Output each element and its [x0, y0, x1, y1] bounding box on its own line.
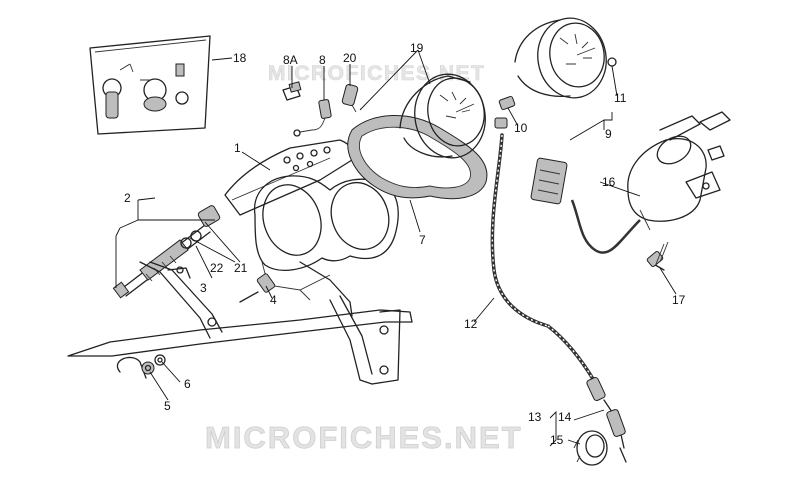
- callout-2: 2: [124, 191, 131, 205]
- callout-20: 20: [343, 51, 357, 65]
- callout-13: 13: [528, 410, 542, 424]
- part-18-small-parts-kit: [89, 35, 211, 135]
- callout-14: 14: [558, 410, 572, 424]
- callout-21: 21: [234, 261, 248, 275]
- callout-7: 7: [419, 233, 426, 247]
- callout-15: 15: [550, 433, 564, 447]
- part-7-gauge-cup-body: [253, 175, 399, 301]
- callout-22: 22: [210, 261, 224, 275]
- watermark-top: MICROFICHES.NET: [268, 62, 485, 85]
- part-4-bolt: [239, 273, 276, 303]
- part-8-wire-connector: [293, 99, 332, 137]
- part-12-speedometer-cable: [490, 133, 627, 463]
- part-17-screw: [646, 241, 669, 271]
- part-20-bulb-holder: [341, 83, 359, 113]
- callout-labels: 18 8A 8 20 19 1 2 3 22 21 4 6 5 7 12 10 …: [124, 41, 686, 447]
- ignition-wiring-harness: [530, 157, 641, 254]
- mounting-bracket-frame: [67, 261, 413, 385]
- watermark-bottom: MICROFICHES.NET: [205, 420, 523, 455]
- part-2-shaft-assembly: [112, 224, 211, 299]
- callout-leaders: [115, 49, 677, 447]
- callout-8a: 8A: [283, 53, 298, 67]
- part-1-instrument-housing: [224, 139, 355, 216]
- part-15-cable-ring-nut: [573, 430, 608, 466]
- callout-12: 12: [464, 317, 478, 331]
- callout-1: 1: [234, 141, 241, 155]
- callout-4: 4: [270, 293, 277, 307]
- callout-17: 17: [672, 293, 686, 307]
- callout-9: 9: [605, 127, 612, 141]
- part-6-washer: [154, 354, 166, 366]
- callout-11: 11: [614, 91, 627, 105]
- callout-19: 19: [410, 41, 424, 55]
- callout-6: 6: [184, 377, 191, 391]
- callout-10: 10: [514, 121, 528, 135]
- part-10-gauge-fittings: [494, 95, 516, 129]
- callout-3: 3: [200, 281, 207, 295]
- part-19-gauge-gasket: [347, 115, 488, 200]
- callout-16: 16: [602, 175, 616, 189]
- part-5-nut: [141, 361, 155, 375]
- part-16-ignition-switch: [627, 111, 731, 231]
- callout-8: 8: [319, 53, 326, 67]
- callout-5: 5: [164, 399, 171, 413]
- callout-18: 18: [233, 51, 247, 65]
- gauge-tachometer: [514, 17, 617, 99]
- gauge-speedometer: [399, 73, 486, 159]
- part-21-bushing: [197, 205, 221, 227]
